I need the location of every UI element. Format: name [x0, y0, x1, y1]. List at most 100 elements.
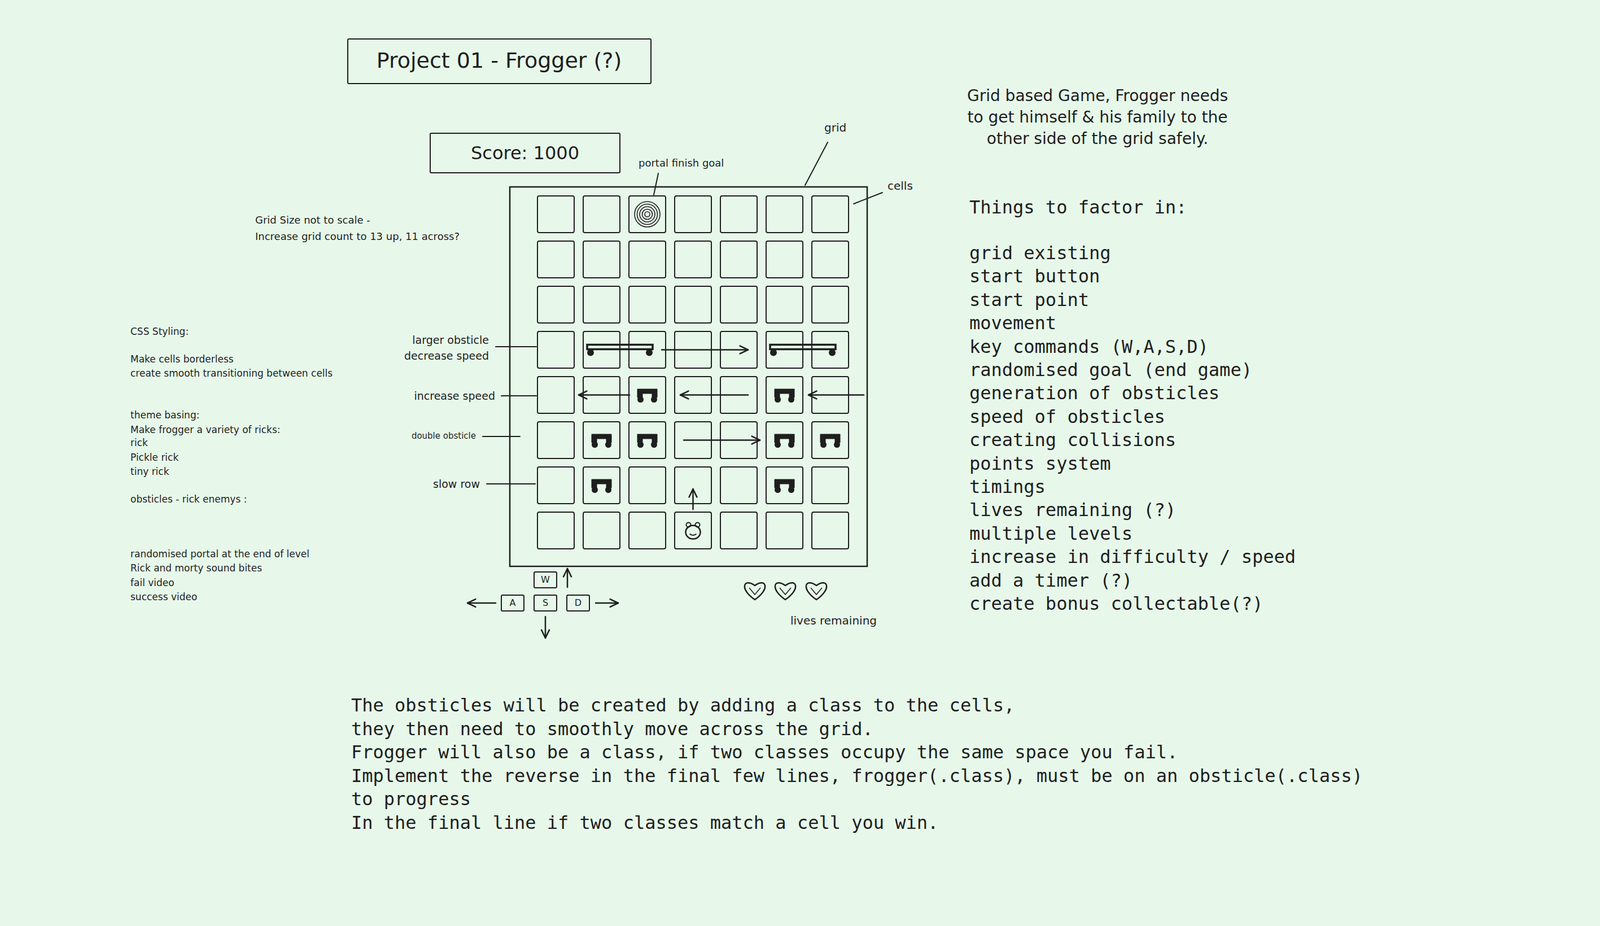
grid-cell [766, 195, 803, 233]
car-wheel [788, 486, 795, 493]
grid-cell [811, 286, 849, 323]
lane-arrow-head [578, 391, 587, 400]
list-item: timings [969, 475, 1046, 498]
portal-spiral [642, 209, 653, 220]
grid-cell [811, 195, 849, 233]
callout-label: grid [824, 120, 847, 135]
grid-cell [537, 195, 575, 233]
note-text: Rick and morty sound bites [130, 562, 262, 574]
life-heart [744, 582, 765, 600]
note-text: create smooth transitioning between cell… [130, 367, 333, 379]
leader-line [482, 435, 520, 437]
car-obstacle [820, 434, 841, 443]
grid-cell [628, 421, 666, 459]
callout-label: increase speed [413, 389, 496, 403]
frog-mouth [689, 534, 697, 536]
grid-cell [537, 512, 575, 549]
note-text: randomised portal at the end of level [130, 548, 310, 560]
grid-cell [766, 286, 803, 323]
car-wheel [650, 441, 658, 448]
portal-spiral [639, 206, 655, 222]
car-obstacle [592, 479, 612, 488]
grid-cell [628, 376, 666, 414]
leader-line [653, 173, 659, 195]
grid-cell [537, 466, 575, 504]
car-obstacle [637, 389, 658, 398]
lane-arrow [661, 348, 749, 351]
list-item: lives remaining (?) [969, 499, 1177, 521]
grid-cell [720, 512, 758, 549]
note-text: CSS Styling: [130, 325, 189, 338]
title-text: Project 01 - Frogger (?) [376, 47, 623, 74]
score-box: Score: 1000 [429, 132, 621, 174]
car-wheel [788, 396, 795, 403]
bus-obstacle [770, 344, 836, 350]
paragraph-line: In the final line if two classes match a… [351, 811, 939, 833]
grid-cell [674, 195, 712, 233]
callout-label: double obsticle [411, 430, 476, 441]
key-box: W [533, 571, 558, 589]
note-text: Increase grid count to 13 up, 11 across? [255, 230, 460, 243]
note-text: tiny rick [130, 465, 170, 478]
title-box: Project 01 - Frogger (?) [347, 38, 652, 85]
bus-obstacle [587, 344, 653, 350]
note-text: obsticles - rick enemys : [130, 493, 247, 505]
lane-arrow-head [808, 391, 817, 400]
lane-arrow-head [740, 346, 749, 354]
car-wheel [774, 441, 781, 448]
list-item: add a timer (?) [969, 569, 1133, 591]
callout-label: decrease speed [404, 349, 489, 363]
grid-cell [537, 331, 575, 369]
node-text: D [574, 597, 582, 609]
lane-arrow-head [680, 391, 689, 400]
key-arrow [467, 602, 496, 605]
grid-cell [811, 466, 849, 504]
key-box: A [500, 594, 525, 612]
car-obstacle [775, 479, 795, 488]
list-item: multiple levels [969, 522, 1133, 545]
leader-line [501, 395, 537, 397]
list-item: grid existing [969, 242, 1111, 264]
car-obstacle [592, 434, 612, 443]
list-item: creating collisions [969, 429, 1177, 451]
node-text: A [509, 597, 517, 609]
grid-cell [720, 286, 758, 323]
car-wheel [820, 441, 827, 448]
grid-cell [537, 376, 575, 414]
car-wheel [637, 396, 644, 403]
life-heart [806, 582, 827, 600]
list-item: create bonus collectable(?) [969, 592, 1263, 615]
callout-label: larger obsticle [412, 333, 489, 347]
list-item: points system [969, 452, 1111, 474]
grid-cell [583, 195, 620, 233]
list-item: generation of obsticles [969, 382, 1220, 404]
bus-wheel [828, 349, 836, 357]
life-heart [775, 582, 796, 600]
note-text: Make cells borderless [130, 353, 234, 365]
paragraph-line: to progress [351, 788, 471, 810]
grid-cell [674, 241, 712, 278]
list-item: movement [969, 312, 1057, 334]
paragraph-line: Implement the reverse in the final few l… [351, 764, 1363, 786]
note-text: success video [130, 591, 198, 603]
lane-arrow [683, 439, 760, 441]
grid-cell [583, 286, 620, 323]
grid-cell [583, 466, 620, 504]
grid-cell [720, 466, 758, 504]
grid-cell [537, 421, 575, 459]
portal-spiral [644, 211, 650, 217]
list-item: key commands (W,A,S,D) [969, 335, 1209, 357]
callout-label: lives remaining [790, 613, 877, 628]
grid-cell [537, 286, 575, 323]
car-wheel [833, 441, 841, 448]
lane-arrow-head [752, 436, 760, 445]
note-text: theme basing: [130, 409, 200, 421]
leader-line [853, 192, 883, 204]
car-wheel [650, 396, 658, 403]
description-text: Grid based Game, Frogger needs [967, 86, 1228, 106]
grid-cell [583, 241, 620, 278]
grid-cell [766, 421, 803, 459]
grid-cell [537, 241, 575, 278]
